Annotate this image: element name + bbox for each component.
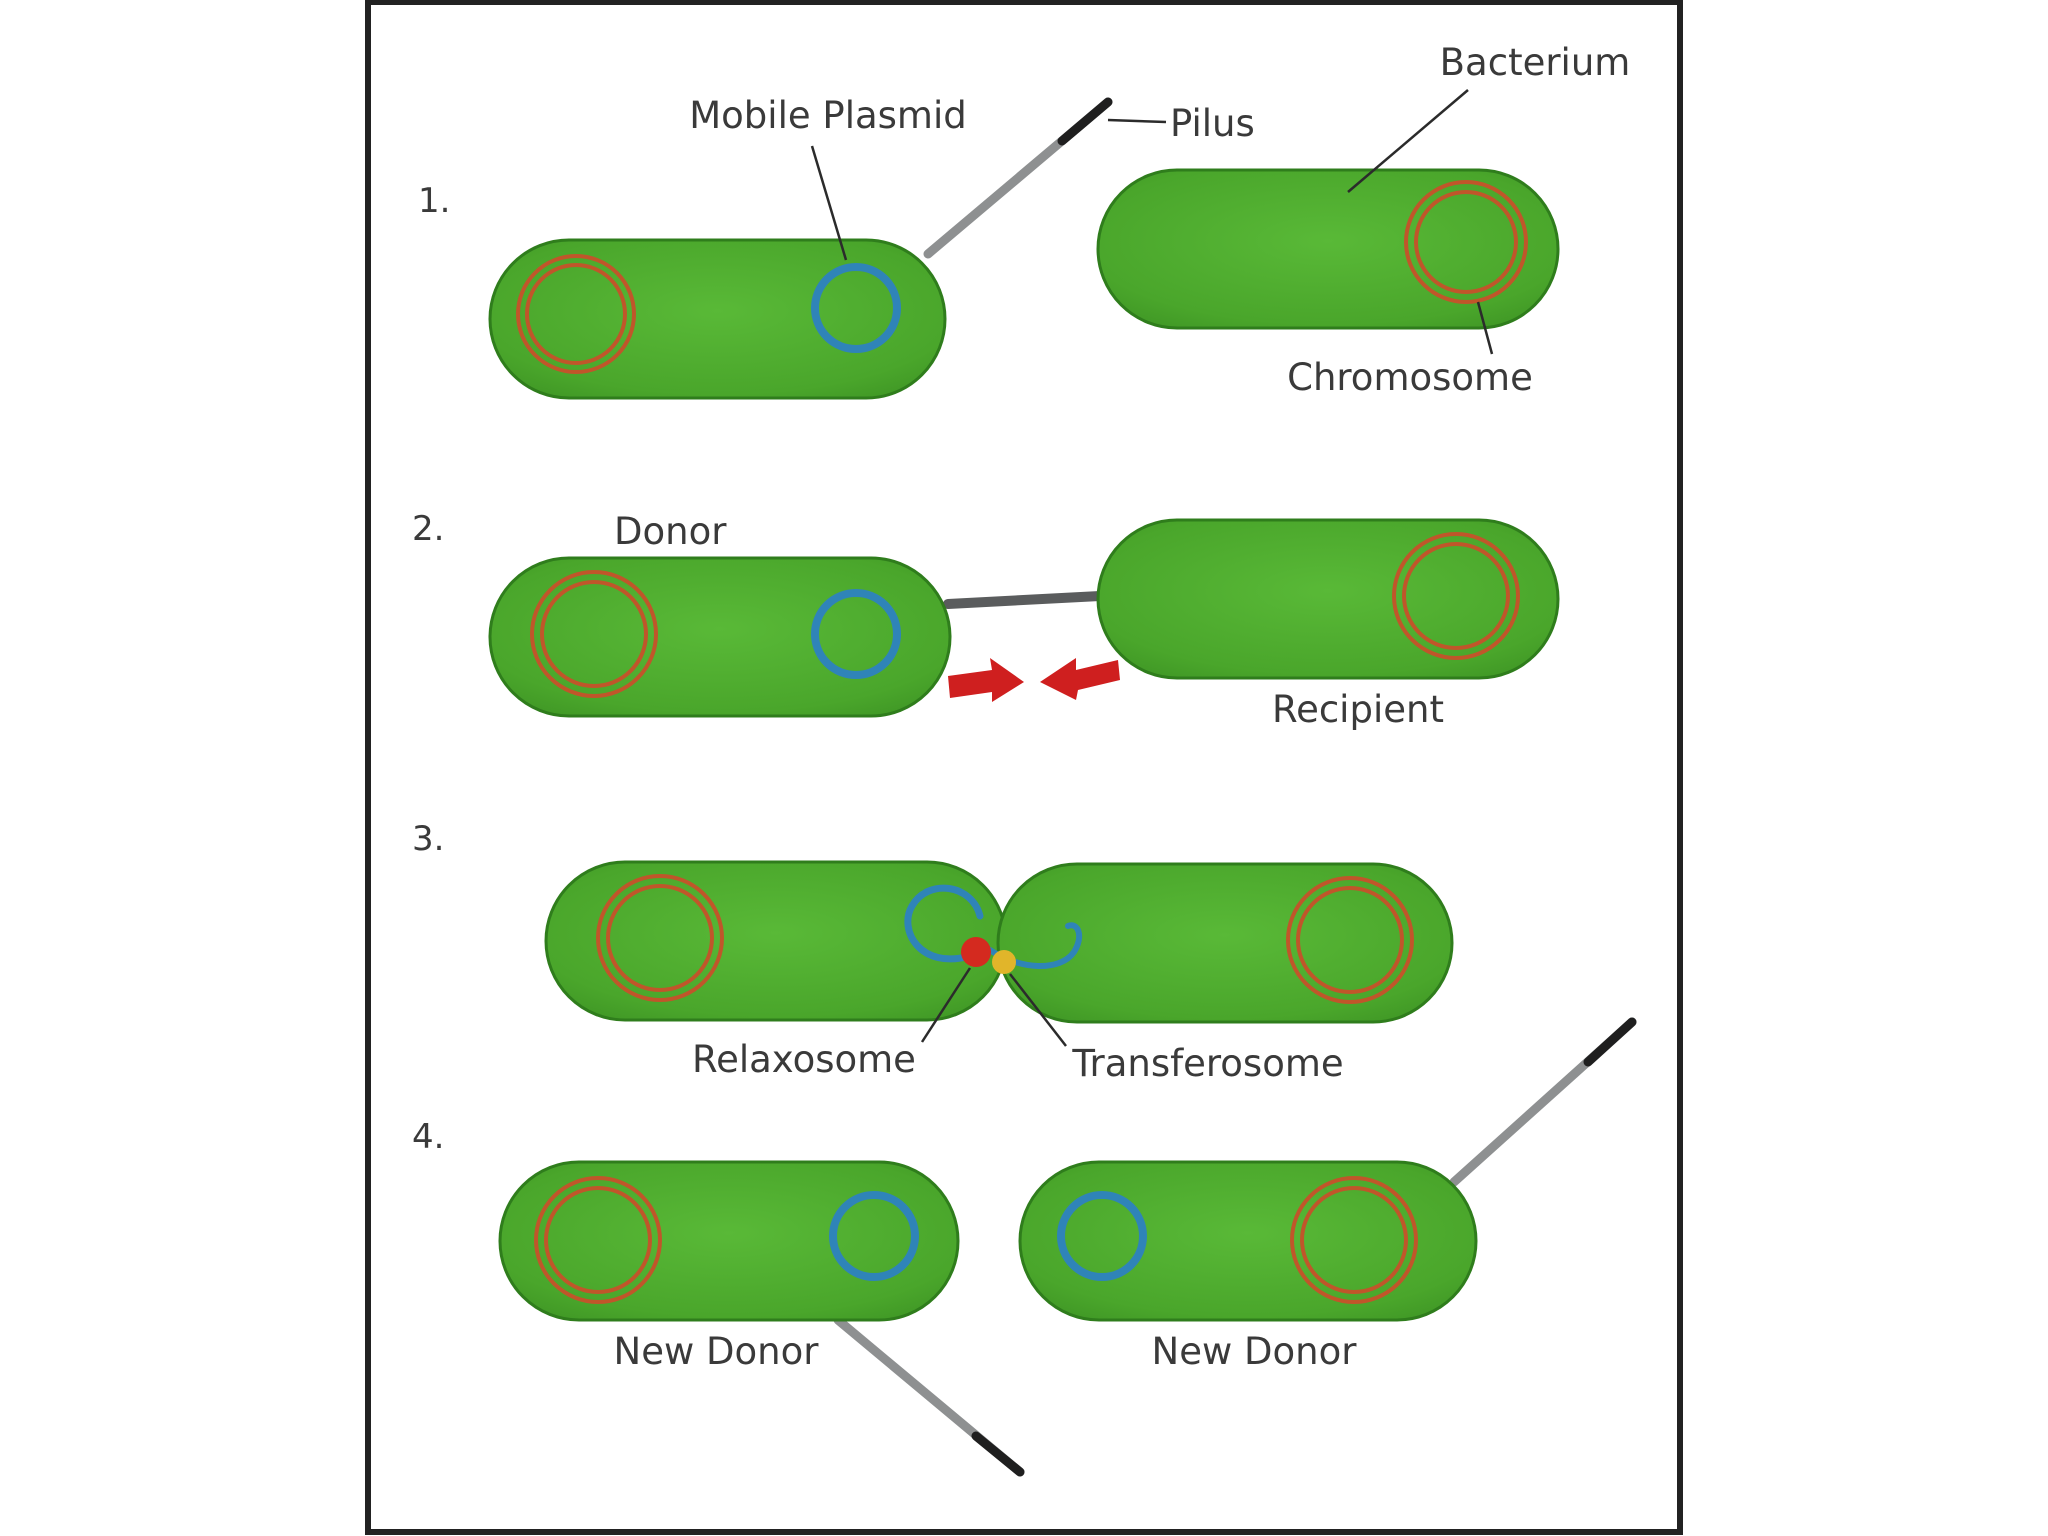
plasmid-icon bbox=[829, 1191, 919, 1281]
chromosome-icon bbox=[525, 263, 627, 365]
plasmid-icon bbox=[811, 263, 901, 353]
label-new-donor-left: New Donor bbox=[614, 1330, 820, 1373]
label-pilus: Pilus bbox=[1170, 102, 1255, 145]
chromosome-icon bbox=[516, 254, 636, 374]
chromosome-icon bbox=[1286, 876, 1414, 1004]
chromosome-icon bbox=[534, 1176, 662, 1304]
pilus-tip-step4-left bbox=[971, 1431, 1025, 1477]
step-3-number: 3. bbox=[412, 819, 444, 859]
bacterium-cell-step1 bbox=[1096, 168, 1560, 330]
leader-pilus bbox=[1107, 118, 1167, 124]
chromosome-icon bbox=[1402, 542, 1510, 650]
cell-body bbox=[1096, 168, 1560, 330]
plasmid-icon bbox=[1057, 1191, 1147, 1281]
pilus-step2 bbox=[943, 591, 1105, 609]
chromosome-icon bbox=[530, 570, 658, 698]
cell-body bbox=[1018, 1160, 1478, 1322]
chromosome-icon bbox=[1296, 886, 1404, 994]
leader-relaxosome bbox=[920, 967, 972, 1043]
label-donor: Donor bbox=[614, 510, 727, 553]
chromosome-icon bbox=[606, 884, 714, 992]
label-new-donor-right: New Donor bbox=[1152, 1330, 1358, 1373]
label-mobile-plasmid: Mobile Plasmid bbox=[689, 94, 966, 137]
recipient-cell-step3 bbox=[996, 862, 1454, 1024]
chromosome-icon bbox=[1392, 532, 1520, 660]
chromosome-icon bbox=[1290, 1176, 1418, 1304]
cell-body bbox=[996, 862, 1454, 1024]
label-transferosome: Transferosome bbox=[1071, 1042, 1343, 1085]
label-relaxosome: Relaxosome bbox=[692, 1038, 916, 1081]
donor-cell-step3 bbox=[544, 860, 1008, 1022]
leader-bacterium bbox=[1347, 89, 1469, 193]
new-donor-cell-left bbox=[498, 1160, 960, 1322]
label-bacterium: Bacterium bbox=[1440, 41, 1631, 84]
pilus-tip-step1 bbox=[1057, 97, 1113, 146]
cell-body bbox=[1096, 518, 1560, 680]
step-1-number: 1. bbox=[418, 181, 450, 221]
transferosome-icon bbox=[992, 950, 1016, 974]
leader-transferosome bbox=[1009, 973, 1067, 1047]
chromosome-icon bbox=[1300, 1186, 1408, 1294]
pilus-tip-step4-right bbox=[1583, 1017, 1637, 1067]
chromosome-icon bbox=[596, 874, 724, 1002]
label-chromosome: Chromosome bbox=[1287, 356, 1533, 399]
new-donor-cell-right bbox=[1018, 1160, 1478, 1322]
donor-cell-step2 bbox=[488, 556, 952, 718]
donor-cell-step1 bbox=[488, 238, 947, 400]
leader-chromosome bbox=[1476, 301, 1494, 355]
transferring-plasmid-icon bbox=[904, 884, 984, 963]
chromosome-icon bbox=[540, 580, 648, 688]
arrow-right-icon bbox=[948, 658, 1024, 702]
step-4-number: 4. bbox=[412, 1117, 444, 1157]
chromosome-icon bbox=[1404, 180, 1528, 304]
arrow-left-icon bbox=[1040, 658, 1120, 700]
relaxosome-icon bbox=[961, 937, 991, 967]
cell-body bbox=[498, 1160, 960, 1322]
step-2-number: 2. bbox=[412, 509, 444, 549]
chromosome-icon bbox=[544, 1186, 652, 1294]
cell-body bbox=[488, 238, 947, 400]
recipient-cell-step2 bbox=[1096, 518, 1560, 680]
label-recipient: Recipient bbox=[1272, 688, 1444, 731]
plasmid-icon bbox=[811, 589, 901, 679]
leader-mobile-plasmid bbox=[810, 145, 848, 261]
chromosome-icon bbox=[1414, 190, 1518, 294]
